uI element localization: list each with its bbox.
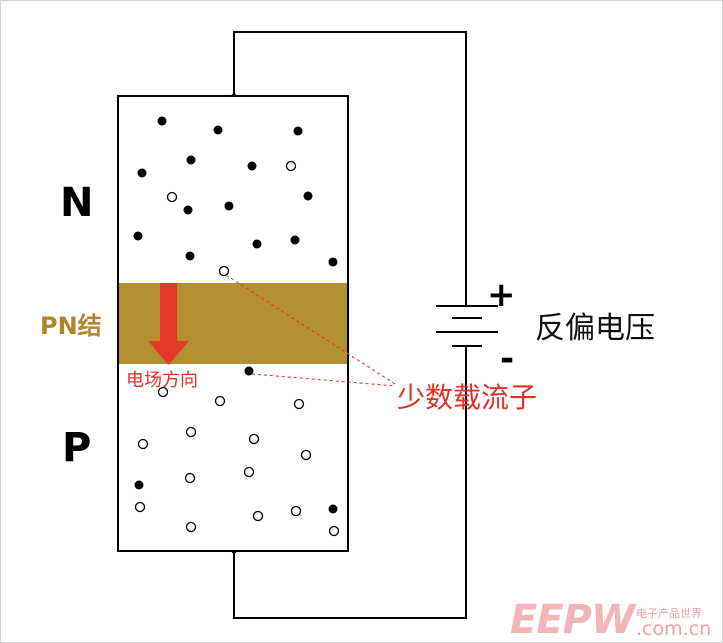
hole xyxy=(185,521,197,533)
hole xyxy=(243,466,255,478)
field-arrow-head xyxy=(148,341,189,365)
watermark-logo: EEPW xyxy=(510,597,635,643)
electron xyxy=(157,116,167,126)
electron xyxy=(247,161,257,171)
pn-junction-label: PN结 xyxy=(40,312,102,340)
field-arrow xyxy=(148,283,189,365)
p-region-carriers xyxy=(134,366,340,537)
field-arrow-shaft xyxy=(160,283,177,343)
battery-symbol xyxy=(436,305,498,347)
hole xyxy=(157,386,169,398)
electron xyxy=(328,257,338,267)
reverse-bias-label: 反偏电压 xyxy=(535,311,655,346)
hole xyxy=(214,395,226,407)
battery-plus-sign: + xyxy=(487,275,516,315)
electron xyxy=(303,191,313,201)
electron xyxy=(328,504,338,514)
hole xyxy=(285,160,297,172)
electron xyxy=(133,231,143,241)
electron xyxy=(244,366,254,376)
hole xyxy=(134,501,146,513)
watermark-domain: .com.cn xyxy=(636,618,712,640)
n-region-carriers xyxy=(133,116,338,277)
electron xyxy=(290,235,300,245)
hole xyxy=(185,426,197,438)
electron xyxy=(293,126,303,136)
n-region-label: N xyxy=(60,180,94,226)
hole xyxy=(218,265,230,277)
electron xyxy=(185,251,195,261)
hole xyxy=(290,505,302,517)
hole xyxy=(328,525,340,537)
electron xyxy=(213,125,223,135)
hole xyxy=(300,449,312,461)
hole xyxy=(137,438,149,450)
minority-carriers-label: 少数载流子 xyxy=(397,381,538,414)
watermark-slogan: 电子产品世界 xyxy=(636,607,702,620)
hole xyxy=(248,433,260,445)
hole xyxy=(293,398,305,410)
hole xyxy=(184,472,196,484)
electron xyxy=(224,201,234,211)
top-wire xyxy=(233,31,467,306)
electron xyxy=(186,155,196,165)
field-direction-label: 电场方向 xyxy=(126,370,198,391)
hole xyxy=(252,510,264,522)
p-region-label: P xyxy=(62,425,92,471)
electron xyxy=(252,239,262,249)
bottom-wire xyxy=(233,346,467,619)
hole xyxy=(166,191,178,203)
battery-minus-sign: - xyxy=(500,339,515,379)
pn-junction-band xyxy=(119,283,347,364)
electron xyxy=(137,168,147,178)
electron xyxy=(183,205,193,215)
circuit-wires xyxy=(233,31,467,619)
electron xyxy=(134,480,144,490)
